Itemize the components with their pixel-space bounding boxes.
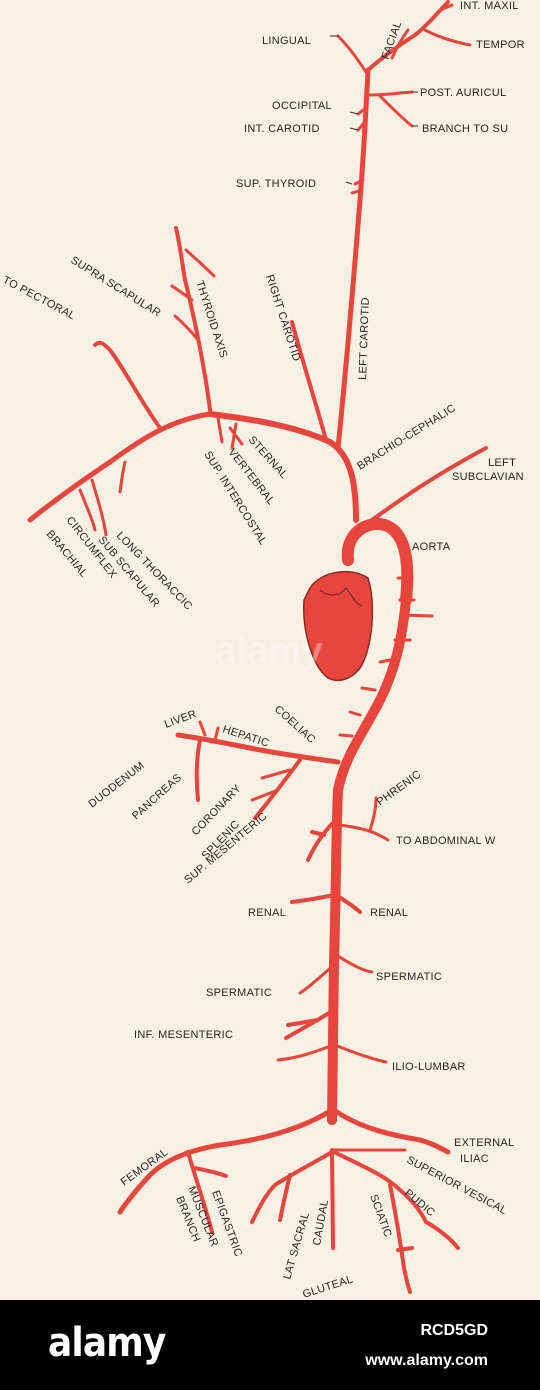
label-brachio-cephalic: BRACHIO-CEPHALIC [355,402,458,472]
label-sup-thyroid: SUP. THYROID [236,178,316,190]
epigastric-muscular [186,1150,228,1234]
temporal-branch [423,28,472,47]
label-lat-sacral: LAT SACRAL [281,1211,312,1281]
label-occipital: OCCIPITAL [272,100,332,112]
sternal-vertebral-branches [216,416,244,450]
left-subclavian-artery [370,446,488,522]
left-carotid-artery [335,67,371,451]
brachiocephalic-trunk [207,411,359,523]
descending-aorta [327,595,411,1125]
supra-scapular-artery [170,284,200,342]
arteries [27,0,488,1294]
label-post-auricul: POST. AURICUL [420,87,506,99]
label-int-carotid: INT. CAROTID [244,123,320,135]
label-spermatic-left: SPERMATIC [206,987,272,999]
label-sciatic: SCIATIC [367,1193,394,1239]
alamy-logo: alamy [48,1320,166,1366]
image-id: RCD5GD [420,1322,488,1339]
leader-lines [330,35,418,185]
label-aorta: AORTA [412,541,451,553]
label-tempor: TEMPOR [476,39,525,51]
right-subclavian-artery [27,411,213,523]
label-liver: LIVER [163,708,198,731]
label-ilio-lumbar: ILIO-LUMBAR [392,1061,466,1073]
sup-thyroid-branch [350,178,365,195]
label-inf-mesenteric: INF. MESENTERIC [134,1029,233,1041]
internal-iliac-left [250,1150,334,1224]
circumflex-artery [78,488,97,532]
sciatic-gluteal [388,1183,414,1294]
label-phrenic: PHRENIC [375,768,424,808]
label-duodenum: DUODENUM [86,760,146,811]
label-pancreas: PANCREAS [130,772,184,822]
arterial-system-diagram: INT. MAXIL TEMPOR FACIAL LINGUAL OCCIPIT… [1,0,525,1300]
int-maxil-branch [438,3,454,12]
external-carotid-top [366,0,450,72]
intercostal-twigs [338,576,434,738]
post-auricular-branch [368,90,414,97]
liver-branch [198,720,220,742]
label-lingual: LINGUAL [262,35,311,47]
thyroid-axis-artery [174,226,212,412]
spermatic-arteries [298,953,374,995]
label-gluteal: GLUTEAL [301,1273,354,1300]
lumbar-twigs [276,1043,388,1064]
inf-mesenteric-branch [284,1008,336,1040]
label-epigastric: EPIGASTRIC [209,1189,244,1259]
label-supra-scapular: SUPRA SCAPULAR [68,254,162,319]
occipital-branch [356,106,368,116]
duodenal-branch [194,738,202,802]
int-carotid-branch [356,120,367,132]
to-pectoral-artery [93,340,162,430]
label-to-pectoral: TO PECTORAL [1,274,78,322]
sup-mesenteric-branch [306,818,338,862]
lingual-branch [336,34,368,74]
heart [303,570,374,682]
label-left-subclavian-1: LEFT [488,457,516,469]
renal-arteries [290,893,362,914]
label-left-carotid: LEFT CAROTID [357,297,372,380]
diagram-plate: INT. MAXIL TEMPOR FACIAL LINGUAL OCCIPIT… [0,0,525,1300]
label-spermatic-right: SPERMATIC [376,971,442,983]
sub-scapular-artery [90,478,108,537]
site-url: www.alamy.com [365,1352,488,1369]
phrenic-branch [338,796,390,842]
internal-iliac-right [332,1150,460,1250]
coeliac-trunk [175,732,341,765]
label-right-carotid: RIGHT CAROTID [263,273,302,363]
heart-outline-detail [319,587,363,607]
aortic-arch [341,518,414,606]
label-to-abdominal-wall: TO ABDOMINAL W [396,835,496,847]
label-left-subclavian-2: SUBCLAVIAN [452,471,524,483]
facial-branch [390,28,410,60]
label-renal-right: RENAL [370,907,408,919]
external-iliac-right [331,1107,451,1155]
label-coeliac: COELIAC [272,703,317,746]
label-external-iliac-1: EXTERNAL [454,1137,514,1149]
right-carotid-artery [290,320,328,442]
label-branch-to-su: BRANCH TO SU [422,123,508,135]
stock-footer-bar: alamy RCD5GD www.alamy.com [0,1300,540,1390]
caudal-artery [330,1148,335,1250]
branch-to-su [378,94,414,128]
thyroid-axis-twig [184,248,216,278]
coronary-twig [250,768,292,802]
label-int-maxil: INT. MAXIL [460,0,519,12]
long-thoracic-artery [118,460,127,494]
watermark: alamy [215,630,323,672]
label-caudal: CAUDAL [311,1199,331,1247]
label-sup-mesenteric: SUP. MESENTERIC [182,810,269,886]
label-external-iliac-2: ILIAC [460,1153,489,1165]
label-renal-left: RENAL [248,907,286,919]
external-iliac-left [117,1107,335,1215]
